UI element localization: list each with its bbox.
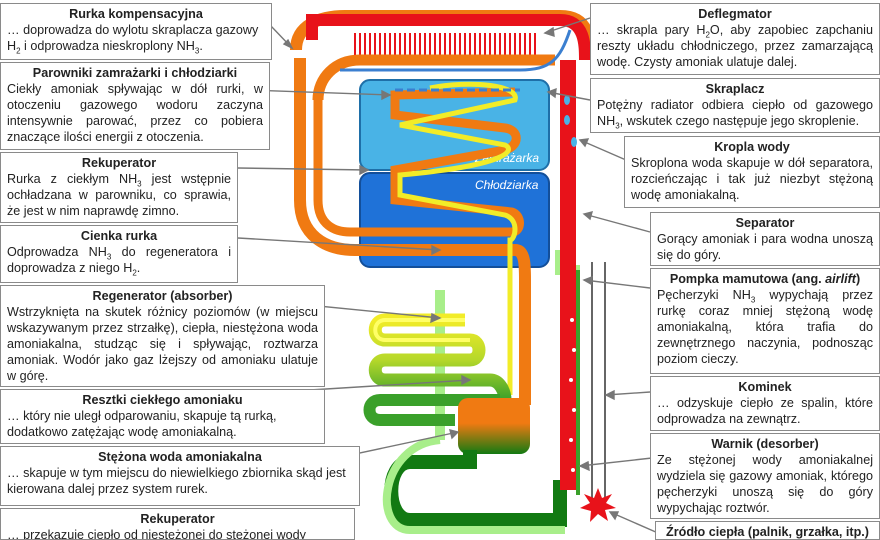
callout-kropla-wody: Kropla wody Skroplona woda skapuje w dół… — [624, 136, 880, 208]
callout-title: Kropla wody — [714, 140, 790, 154]
callout-title: Kominek — [738, 380, 792, 394]
strong-solution-pipe — [384, 450, 567, 527]
water-drops — [564, 95, 577, 147]
callout-title: Źródło ciepła (palnik, grzałka, itp.) — [666, 525, 869, 539]
deflegmator-pipe — [306, 14, 591, 61]
callout-title: Rekuperator — [81, 156, 157, 170]
bottom-light-green — [382, 436, 565, 534]
callout-cienka-rurka: Cienka rurka Odprowadza NH3 do regenerat… — [0, 225, 238, 283]
callout-warnik: Warnik (desorber) Ze stężonej wody amoni… — [650, 433, 880, 519]
callout-rurka-kompensacyjna: Rurka kompensacyjna … doprowadza do wylo… — [0, 3, 272, 60]
callout-text: Rurka z ciekłym NH3 jest wstępnie ochład… — [7, 172, 231, 218]
callout-text: Potężny radiator odbiera ciepło od gazow… — [597, 98, 873, 131]
callout-text: … odzyskuje ciepło ze spalin, które odpr… — [657, 396, 873, 426]
callout-text: … doprowadza do wylotu skraplacza gazowy… — [7, 23, 259, 56]
callout-title: Skraplacz — [705, 82, 765, 96]
callout-text: … przekazuje ciepło od niestężonej do st… — [7, 528, 306, 540]
callout-kominek: Kominek … odzyskuje ciepło ze spalin, kt… — [650, 376, 880, 431]
fridge-label: Chłodziarka — [475, 178, 539, 192]
callout-text: … który nie uległ odparowaniu, skapuje t… — [7, 409, 277, 439]
callout-deflegmator: Deflegmator … skrapla pary H2O, aby zapo… — [590, 3, 880, 75]
liquid-ammonia-pipe — [397, 81, 518, 395]
callout-title: Rekuperator — [140, 512, 215, 526]
callout-text: Skroplona woda skapuje w dół separatora,… — [631, 156, 873, 202]
green-return-coil — [363, 394, 500, 426]
airlift-bubbles — [569, 318, 576, 472]
callout-text: … skrapla pary H2O, aby zapobiec zapchan… — [597, 23, 873, 69]
condenser-fins — [354, 33, 536, 55]
blue-gas-line — [340, 29, 572, 72]
regenerator-inner — [373, 318, 470, 342]
callout-pompka: Pompka mamutowa (ang. airlift) Pęcherzyk… — [650, 268, 880, 374]
callout-rekuperator-1: Rekuperator Rurka z ciekłym NH3 jest wst… — [0, 152, 238, 223]
callout-regenerator: Regenerator (absorber) Wstrzyknięta na s… — [0, 285, 325, 387]
callout-text: Wstrzyknięta na skutek różnicy poziomów … — [7, 305, 318, 383]
callout-title: Rurka kompensacyjna — [69, 7, 203, 21]
callout-text: … skapuje w tym miejscu do niewielkiego … — [7, 466, 346, 496]
callout-title: Pompka mamutowa (ang. airlift) — [669, 272, 861, 286]
callout-resztki: Resztki ciekłego amoniaku … który nie ul… — [0, 389, 325, 444]
callout-text: Pęcherzyki NH3 wypychają przez rurkę cor… — [657, 288, 874, 366]
orange-main-pipe — [294, 58, 531, 405]
callout-stezona-woda: Stężona woda amoniakalna … skapuje w tym… — [0, 446, 360, 506]
callout-zrodlo-ciepla: Źródło ciepła (palnik, grzałka, itp.) — [655, 521, 880, 540]
chimney — [591, 262, 606, 505]
callout-title: Separator — [735, 216, 795, 230]
callout-title: Deflegmator — [698, 7, 772, 21]
absorber-tank — [458, 398, 530, 454]
callout-title: Stężona woda amoniakalna — [98, 450, 262, 464]
callout-text: Ciekły amoniak spływając w dół rurki, w … — [7, 82, 263, 144]
callout-text: Odprowadza NH3 do regeneratora i doprowa… — [7, 245, 231, 278]
callout-text: Ze stężonej wody amoniakalnej wydziela s… — [657, 453, 873, 515]
heat-source-icon — [580, 488, 616, 522]
callout-title: Parowniki zamrażarki i chłodziarki — [32, 66, 238, 80]
callout-title: Warnik (desorber) — [711, 437, 819, 451]
callout-title: Resztki ciekłego amoniaku — [82, 393, 243, 407]
callout-title: Cienka rurka — [80, 229, 158, 243]
callout-title: Regenerator (absorber) — [92, 289, 233, 303]
evaporator-pipe — [313, 87, 524, 237]
callout-text: Gorący amoniak i para wodna unoszą się d… — [657, 232, 873, 262]
callout-skraplacz: Skraplacz Potężny radiator odbiera ciepł… — [590, 78, 880, 133]
callout-parowniki: Parowniki zamrażarki i chłodziarki Ciekł… — [0, 62, 270, 150]
callout-rekuperator-2: Rekuperator … przekazuje ciepło od niest… — [0, 508, 355, 540]
callout-separator: Separator Gorący amoniak i para wodna un… — [650, 212, 880, 266]
